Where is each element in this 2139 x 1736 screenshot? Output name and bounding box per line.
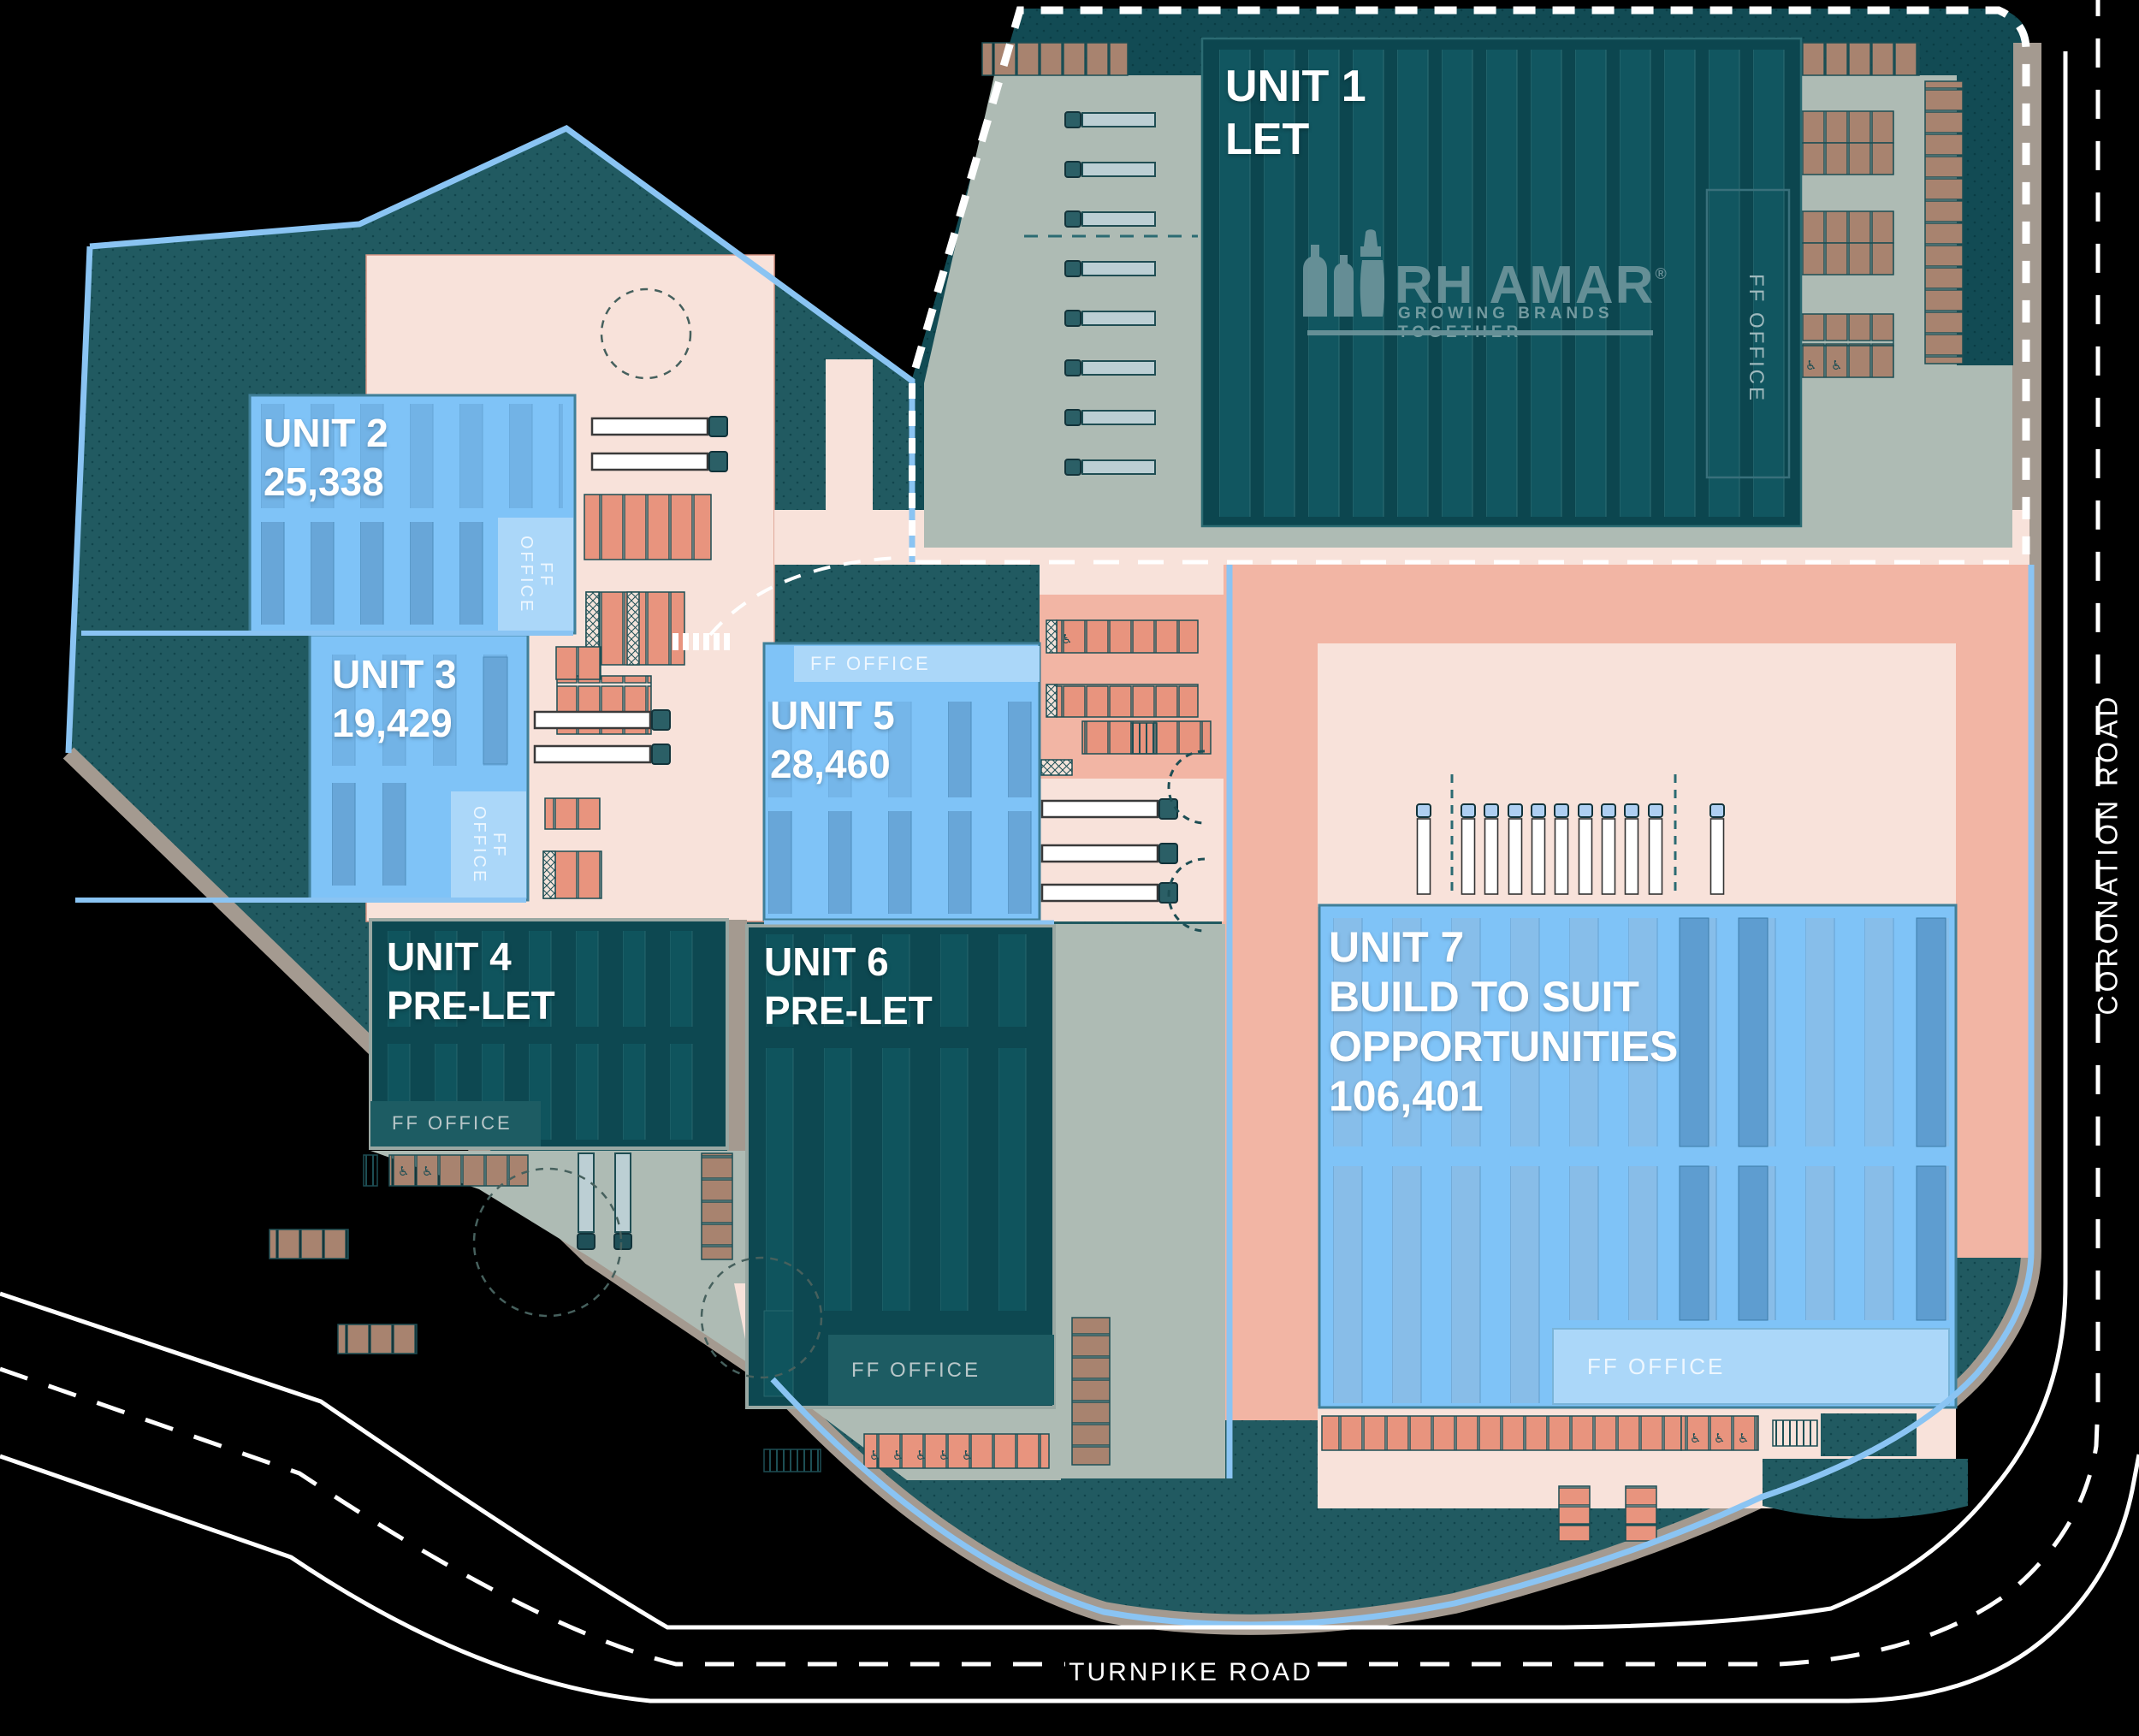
disabled-parking-icon: ♿ [1690, 1431, 1701, 1446]
disabled-parking-icon: ♿ [892, 1448, 904, 1463]
disabled-parking-icon: ♿ [1831, 358, 1842, 373]
unit-5-name: UNIT 5 [770, 693, 895, 738]
logo-underline [1307, 330, 1653, 335]
turnpike-road-label: TURNPIKE ROAD [1069, 1658, 1313, 1686]
disabled-parking-icon: ♿ [915, 1448, 927, 1463]
unit-1-plot-boundary-dashed [911, 6, 2030, 554]
unit-7-status-2: OPPORTUNITIES [1329, 1022, 1679, 1070]
disabled-parking-icon: ♿ [869, 1448, 880, 1463]
unit-4-ff-office-label: FF OFFICE [392, 1112, 513, 1134]
turnpike-centerline [0, 1366, 1065, 1667]
unit-6-ff-office-box [828, 1335, 1054, 1405]
disabled-parking-icons: ♿ ♿ ♿ ♿ ♿ ♿ ♿ ♿ ♿ ♿ ♿ ♿ ♿ [398, 358, 1842, 1463]
unit-6-name: UNIT 6 [764, 939, 889, 984]
unit-5-area: 28,460 [770, 742, 891, 786]
unit-1-status: LET [1225, 115, 1310, 164]
disabled-parking-icon: ♿ [939, 1448, 950, 1463]
unit-3-label: UNIT 3 19,429 [332, 650, 457, 748]
tenant-logo: RH AMAR® GROWING BRANDS TOGETHER [1302, 229, 1670, 341]
road-outer-edge-line [0, 1454, 2139, 1703]
unit-5-ff-office-band [794, 646, 1040, 682]
unit-1-name: UNIT 1 [1225, 62, 1366, 111]
unit-6-ff-office-label: FF OFFICE [851, 1359, 981, 1382]
unit-5-ff-office-label: FF OFFICE [810, 653, 931, 674]
tenant-tagline: GROWING BRANDS TOGETHER [1398, 305, 1614, 341]
unit-6-status: PRE-LET [764, 988, 933, 1033]
tenant-name-text: RH AMAR [1395, 256, 1656, 315]
unit-4-status: PRE-LET [387, 983, 555, 1028]
unit-1-building [1200, 37, 1803, 528]
unit-7-ff-office-band [1552, 1328, 1950, 1405]
disabled-parking-icon: ♿ [1738, 1431, 1749, 1446]
unit-7-status-1: BUILD TO SUIT [1329, 973, 1639, 1021]
unit-4-name: UNIT 4 [387, 934, 512, 979]
unit-7-building [1318, 904, 1958, 1409]
parking-bays [269, 42, 1964, 1542]
disabled-parking-icon: ♿ [398, 1164, 409, 1179]
unit-2-ff-office-label: FF OFFICE [517, 536, 555, 614]
unit-4-building [369, 918, 729, 1150]
tenant-name: RH AMAR® [1395, 248, 1668, 312]
unit-7-area: 106,401 [1329, 1072, 1484, 1120]
unit-7-name: UNIT 7 [1329, 923, 1465, 971]
disabled-parking-icon: ♿ [1805, 358, 1816, 373]
unit-6-building [745, 924, 1056, 1409]
road-inner-edge-line [0, 51, 2068, 1630]
disabled-parking-icon: ♿ [962, 1448, 973, 1463]
disabled-parking-icon: ♿ [1061, 631, 1072, 647]
crosswalk [673, 633, 730, 650]
disabled-parking-icon: ♿ [1714, 1431, 1725, 1446]
unit-2-name: UNIT 2 [264, 411, 388, 455]
coronation-road-label: CORONATION ROAD [2092, 693, 2124, 1016]
unit-3-name: UNIT 3 [332, 652, 457, 696]
unit-7-ff-office-label: FF OFFICE [1587, 1354, 1726, 1379]
registered-mark: ® [1655, 265, 1668, 282]
disabled-parking-icon: ♿ [422, 1164, 433, 1179]
unit-3-area: 19,429 [332, 701, 453, 745]
unit-5-building [762, 642, 1041, 921]
unit-3-ff-office-label: FF OFFICE [470, 806, 508, 885]
buildings [248, 37, 1958, 1409]
unit-2-area: 25,338 [264, 459, 384, 504]
coronation-centerline [1318, 0, 2100, 1667]
unit-1-ff-office-label: FF OFFICE [1745, 273, 1768, 403]
unit-2-ff-office-box [498, 518, 573, 631]
unit-3-ff-office-box [451, 791, 526, 898]
unit-3-building [308, 633, 530, 902]
unit-4-ff-office-box [370, 1101, 541, 1146]
unit-1-ff-office-box [1705, 188, 1791, 479]
bottles-icon [1303, 229, 1385, 317]
yard-markings [472, 234, 1677, 1379]
plot-boundaries [65, 6, 2035, 1628]
